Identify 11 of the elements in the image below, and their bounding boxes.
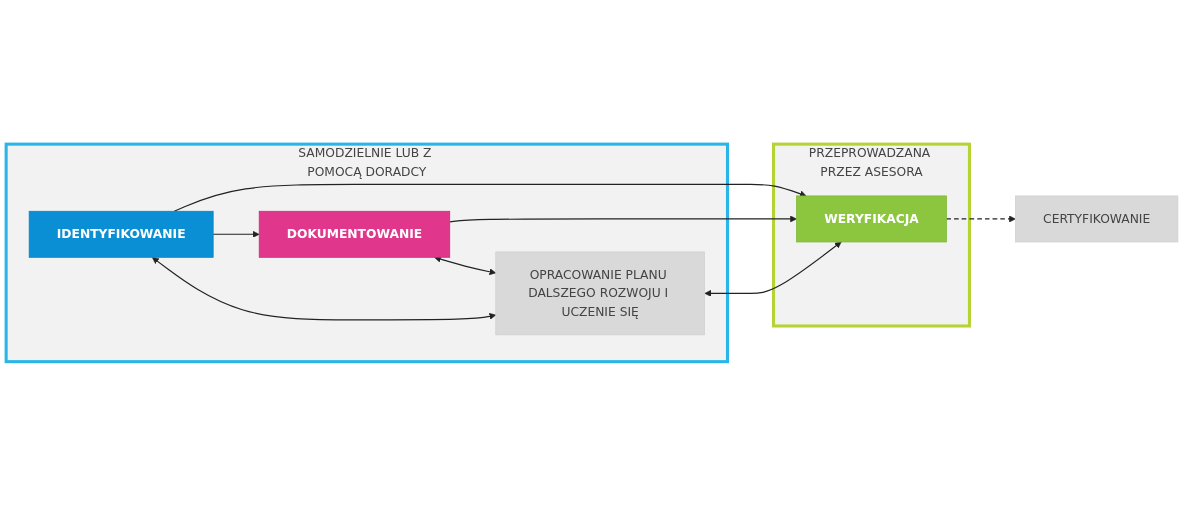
arrow <box>449 215 797 223</box>
arrow <box>152 256 497 320</box>
arrow <box>945 215 1016 222</box>
arrow <box>434 255 497 275</box>
arrow <box>212 230 260 238</box>
node-box: DOKUMENTOWANIE <box>258 210 451 258</box>
node-box: IDENTYFIKOWANIE <box>28 210 214 258</box>
node-box: OPRACOWANIE PLANU DALSZEGO ROZWOJU I UCZENIE SIĘ <box>495 251 705 335</box>
arrow <box>704 241 842 297</box>
node-box: WERYFIKACJA <box>796 195 947 242</box>
node-box: CERTYFIKOWANIE <box>1015 195 1179 242</box>
